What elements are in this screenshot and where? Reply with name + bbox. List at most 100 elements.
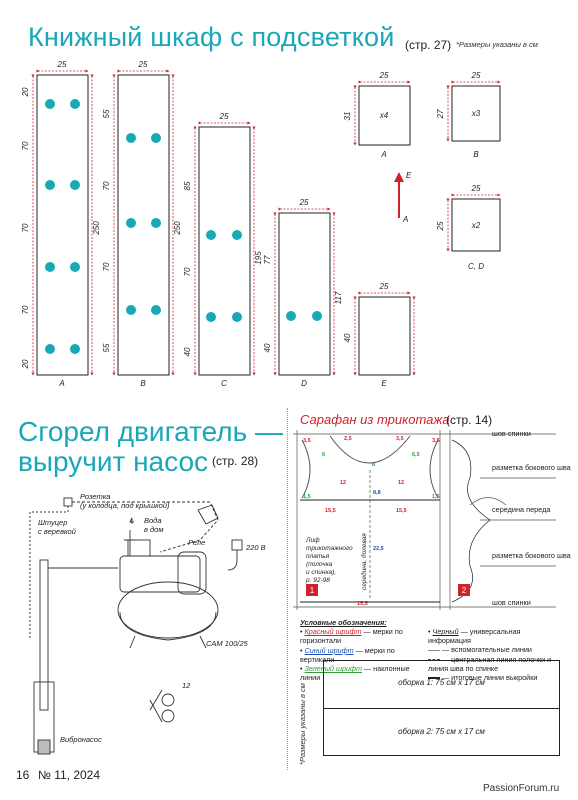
svg-text:и спинка),: и спинка), (306, 569, 336, 576)
frill-2-label: оборка 2: 75 см х 17 см (398, 727, 485, 736)
svg-text:E: E (406, 171, 412, 180)
svg-text:8: 8 (372, 462, 375, 468)
svg-text:шов спинки: шов спинки (492, 429, 531, 438)
title-sarafan: Сарафан из трикотажа (300, 412, 450, 427)
svg-text:40: 40 (263, 343, 272, 352)
svg-text:платья: платья (306, 553, 330, 560)
svg-text:25: 25 (138, 60, 148, 69)
svg-text:в дом: в дом (144, 525, 163, 534)
svg-text:250: 250 (92, 221, 101, 236)
svg-text:середина, долевая: середина, долевая (360, 533, 368, 590)
panel-c (198, 126, 251, 376)
svg-text:A: A (58, 379, 64, 388)
svg-text:A: A (402, 215, 408, 224)
svg-text:D: D (301, 379, 307, 388)
svg-text:85: 85 (183, 181, 192, 190)
svg-text:12: 12 (340, 480, 346, 486)
legend-right: • Черный — универсальная информация — вс… (428, 627, 552, 683)
svg-text:250: 250 (173, 221, 182, 236)
svg-text:6,5: 6,5 (412, 452, 420, 458)
svg-text:x4: x4 (379, 111, 389, 120)
box-b (451, 85, 501, 142)
svg-text:25: 25 (299, 198, 309, 207)
svg-text:3,5: 3,5 (396, 436, 404, 442)
svg-text:15,5: 15,5 (357, 601, 368, 607)
svg-text:3,5: 3,5 (303, 438, 311, 444)
box-a (358, 85, 411, 146)
panel-a (36, 74, 89, 376)
svg-text:шов спинки: шов спинки (492, 598, 531, 607)
svg-text:40: 40 (343, 333, 352, 342)
svg-text:6: 6 (322, 452, 325, 458)
svg-text:8,8: 8,8 (373, 490, 381, 496)
svg-text:разметка бокового шва: разметка бокового шва (492, 463, 572, 472)
svg-text:25: 25 (57, 60, 67, 69)
svg-text:x2: x2 (471, 221, 481, 230)
svg-text:195: 195 (254, 251, 263, 265)
svg-text:Розетка: Розетка (80, 492, 110, 501)
svg-text:27: 27 (436, 109, 445, 119)
legend-left: Условные обозначения: • Красный шрифт — … (300, 618, 410, 683)
size-note-bookcase: *Размеры указаны в см (456, 40, 538, 49)
page-number: 16 (16, 768, 30, 782)
svg-text:220 В: 220 В (245, 543, 266, 552)
box-cd (451, 198, 501, 252)
svg-text:70: 70 (21, 305, 30, 314)
svg-text:12: 12 (398, 480, 404, 486)
svg-text:117: 117 (334, 291, 343, 304)
svg-text:Вибронасос: Вибронасос (60, 735, 102, 744)
svg-text:A: A (380, 150, 386, 159)
svg-text:55: 55 (102, 109, 111, 118)
svg-text:31: 31 (343, 112, 352, 121)
svg-text:Реле: Реле (188, 538, 205, 547)
svg-text:15,5: 15,5 (396, 508, 407, 514)
svg-text:B: B (140, 379, 146, 388)
svg-text:р. 92-98: р. 92-98 (305, 577, 330, 584)
page-ref-sarafan: (стр. 14) (446, 413, 493, 427)
svg-text:x3: x3 (471, 109, 481, 118)
svg-text:25: 25 (379, 71, 389, 80)
svg-text:70: 70 (102, 181, 111, 190)
svg-text:70: 70 (183, 267, 192, 276)
page-ref-bookcase: (стр. 27) (405, 38, 452, 52)
svg-text:трикотажного: трикотажного (306, 545, 353, 552)
svg-text:Вода: Вода (144, 516, 162, 525)
svg-text:(полочка: (полочка (306, 561, 333, 568)
section-divider (287, 408, 288, 770)
frills-box: оборка 1: 75 см х 17 см оборка 2: 75 см … (323, 660, 560, 756)
svg-text:2: 2 (462, 586, 467, 595)
site-watermark: PassionForum.ru (483, 783, 560, 794)
svg-text:15,5: 15,5 (325, 508, 336, 514)
title-bookcase: Книжный шкаф с подсветкой (28, 22, 395, 52)
svg-text:25: 25 (379, 282, 389, 291)
svg-text:25: 25 (471, 71, 481, 80)
size-note-sarafan: *Размеры указаны в см (298, 683, 307, 765)
svg-text:B: B (473, 150, 479, 159)
svg-text:25: 25 (436, 221, 445, 231)
svg-text:12: 12 (182, 681, 191, 690)
svg-text:40: 40 (183, 347, 192, 356)
panel-b (117, 74, 170, 376)
svg-text:20: 20 (21, 87, 30, 97)
panel-d (278, 212, 331, 376)
svg-text:70: 70 (102, 262, 111, 271)
svg-text:22,5: 22,5 (373, 546, 384, 552)
pump-diagram: Розетка (у колодца, под крышкой) Штуцер … (29, 492, 266, 755)
title-pump-line1: Сгорел двигатель — (18, 416, 283, 447)
bookcase-diagram: 25 25 25 25 25 25 25 25 20 70 70 70 20 2… (21, 60, 501, 388)
sarafan-pattern: 3,5 3,5 3,5 2,5 15,5 15,5 12 12 8,8 22,5… (293, 429, 572, 610)
svg-text:C: C (221, 379, 227, 388)
svg-text:(у колодца, под крышкой): (у колодца, под крышкой) (80, 501, 170, 510)
svg-text:77: 77 (263, 255, 272, 264)
svg-text:25: 25 (219, 112, 229, 121)
svg-text:2,5: 2,5 (344, 436, 352, 442)
svg-text:разметка бокового шва: разметка бокового шва (492, 551, 572, 560)
svg-text:CAM 100/25: CAM 100/25 (206, 639, 249, 648)
issue-label: № 11, 2024 (38, 768, 101, 782)
svg-text:E: E (381, 379, 387, 388)
svg-text:1,5: 1,5 (303, 494, 311, 500)
svg-text:Лиф: Лиф (305, 537, 320, 544)
svg-text:C, D: C, D (468, 262, 484, 271)
svg-text:1: 1 (310, 586, 315, 595)
frill-1-label: оборка 1: 75 см х 17 см (398, 678, 485, 687)
